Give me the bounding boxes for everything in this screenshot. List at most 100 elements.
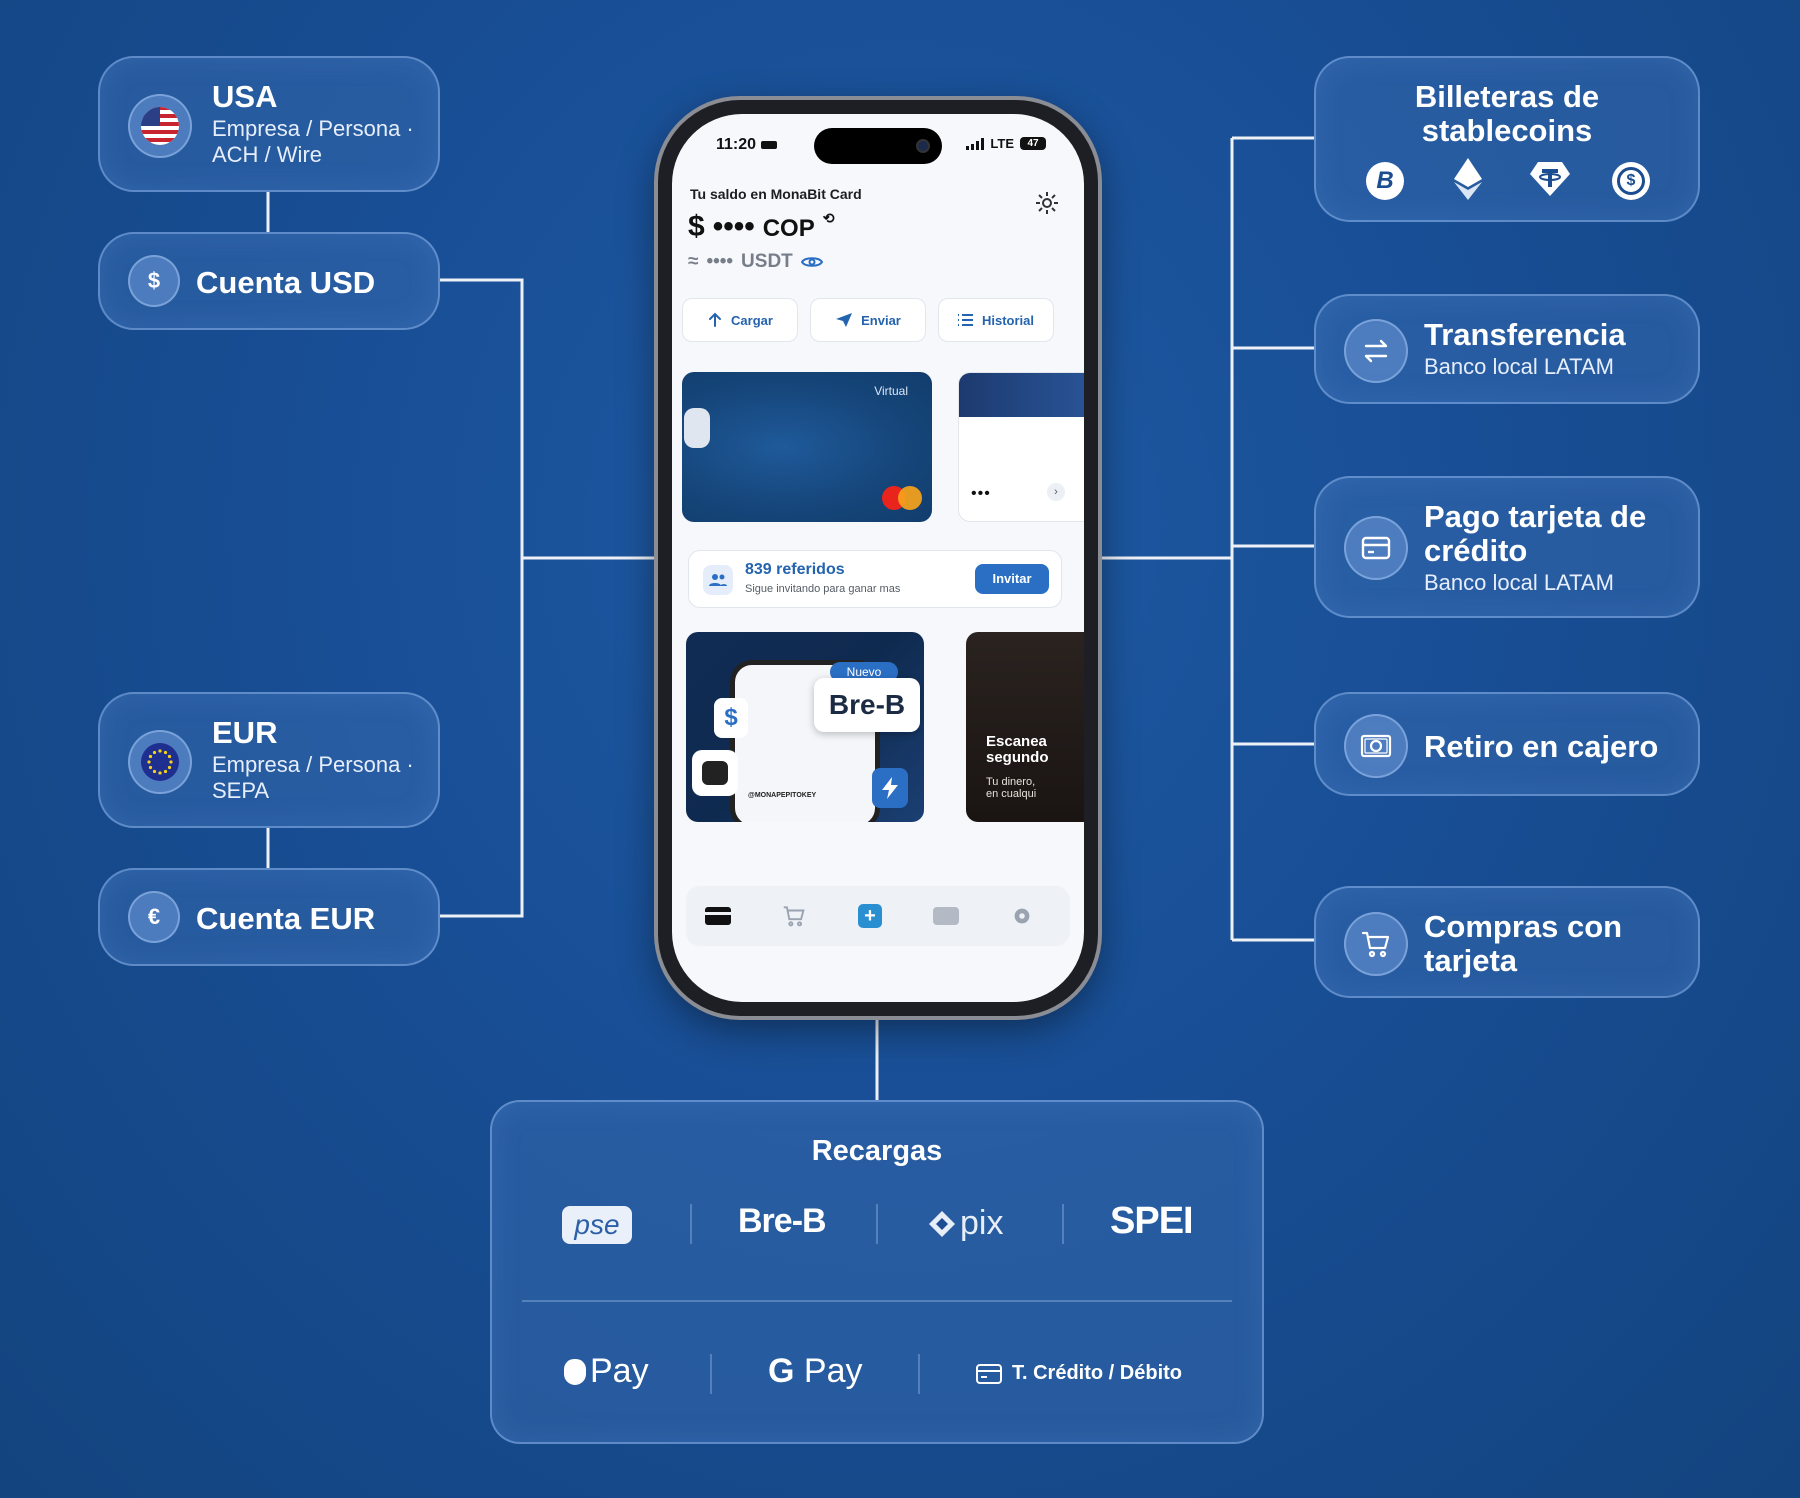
transferencia-box[interactable]: Transferencia Banco local LATAM bbox=[1314, 294, 1700, 404]
balance-main: $ •••• COP ⟲ bbox=[688, 210, 834, 244]
transferencia-title: Transferencia bbox=[1424, 317, 1626, 352]
dynamic-island bbox=[814, 128, 942, 164]
pix-logo[interactable]: pix bbox=[928, 1204, 1003, 1243]
cargar-button[interactable]: Cargar bbox=[682, 298, 798, 342]
nuevo-badge: Nuevo bbox=[830, 662, 898, 682]
virtual-card[interactable]: Virtual bbox=[682, 372, 932, 522]
spei-logo[interactable]: SPEI bbox=[1110, 1200, 1194, 1242]
bed-icon bbox=[760, 140, 777, 149]
apple-pay-logo[interactable]: Pay bbox=[564, 1352, 649, 1391]
second-card-band bbox=[959, 373, 1084, 417]
separator bbox=[918, 1354, 920, 1394]
stablecoins-title-1: Billeteras de bbox=[1414, 79, 1600, 114]
pix-diamond-icon bbox=[929, 1210, 955, 1237]
cuenta-usd-title: Cuenta USD bbox=[196, 265, 376, 300]
promo2-title-1: Escanea bbox=[986, 733, 1047, 750]
signal-icon bbox=[966, 137, 985, 150]
cargar-label: Cargar bbox=[731, 312, 773, 328]
stablecoins-title-2: stablecoins bbox=[1421, 113, 1593, 148]
nav-cart-icon[interactable] bbox=[780, 902, 808, 930]
pix-text: pix bbox=[960, 1204, 1004, 1242]
balance-currency: COP bbox=[762, 215, 815, 242]
compras-title-1: Compras con bbox=[1424, 909, 1623, 944]
historial-button[interactable]: Historial bbox=[938, 298, 1054, 342]
promo2-sub-2: en cualqui bbox=[986, 788, 1037, 800]
balance-label: Tu saldo en MonaBit Card bbox=[690, 186, 862, 202]
recargas-box: Recargas bbox=[490, 1100, 1264, 1444]
eye-icon[interactable] bbox=[800, 255, 823, 269]
invite-button[interactable]: Invitar bbox=[975, 564, 1049, 594]
promo2-title-2: segundo bbox=[986, 749, 1049, 766]
eu-flag-icon bbox=[128, 730, 192, 794]
second-card-dots: ••• bbox=[971, 485, 991, 502]
retiro-box[interactable]: Retiro en cajero bbox=[1314, 692, 1700, 796]
eur-box[interactable]: EUR Empresa / Persona · SEPA bbox=[98, 692, 440, 828]
promo-breb-banner[interactable]: Nuevo Bre-B $ @MONAPEPITOKEY bbox=[686, 632, 924, 822]
enviar-label: Enviar bbox=[861, 312, 901, 328]
balance-symbol: $ bbox=[688, 210, 705, 243]
pse-logo[interactable]: pse bbox=[562, 1206, 632, 1244]
tether-icon bbox=[1530, 162, 1570, 196]
send-icon bbox=[836, 313, 853, 327]
card-payment-logo[interactable]: T. Crédito / Débito bbox=[976, 1362, 1182, 1385]
balance-sub: ≈ •••• USDT bbox=[688, 251, 823, 273]
phone-mockup: 11:20 LTE 47 Tu saldo en MonaBit Card $ … bbox=[658, 100, 1098, 1016]
cuenta-eur-box[interactable]: € Cuenta EUR bbox=[98, 868, 440, 966]
euro-icon: € bbox=[128, 891, 180, 943]
pago-tarjeta-title-1: Pago tarjeta de bbox=[1424, 499, 1647, 534]
enviar-button[interactable]: Enviar bbox=[810, 298, 926, 342]
network-label: LTE bbox=[990, 136, 1014, 151]
usa-title: USA bbox=[212, 79, 278, 114]
separator bbox=[690, 1204, 692, 1244]
compras-box[interactable]: Compras con tarjeta bbox=[1314, 886, 1700, 998]
card-payment-text: T. Crédito / Débito bbox=[1012, 1362, 1182, 1384]
status-time: 11:20 bbox=[716, 136, 777, 154]
promo2-sub-1: Tu dinero, bbox=[986, 776, 1036, 788]
nav-settings-icon[interactable] bbox=[1008, 902, 1036, 930]
eur-title: EUR bbox=[212, 715, 278, 750]
stablecoins-box[interactable]: Billeteras de stablecoins B $ bbox=[1314, 56, 1700, 222]
arrow-up-icon bbox=[709, 312, 722, 327]
usa-sub1: Empresa / Persona · bbox=[212, 116, 414, 141]
referral-sub: Sigue invitando para ganar mas bbox=[745, 583, 901, 595]
card-icon bbox=[976, 1363, 1002, 1384]
pago-tarjeta-box[interactable]: Pago tarjeta de crédito Banco local LATA… bbox=[1314, 476, 1700, 618]
nav-add-icon[interactable]: + bbox=[856, 902, 884, 930]
refresh-icon[interactable]: ⟲ bbox=[822, 210, 835, 226]
google-g-icon: G bbox=[768, 1352, 795, 1390]
separator bbox=[710, 1354, 712, 1394]
mastercard-logo-icon bbox=[882, 486, 922, 510]
referral-banner: 839 referidos Sigue invitando para ganar… bbox=[688, 550, 1062, 608]
breb-logo-recargas[interactable]: Bre-B bbox=[738, 1202, 827, 1240]
settings-gear-icon[interactable] bbox=[1034, 190, 1060, 216]
balance-sub-prefix: ≈ bbox=[688, 251, 699, 272]
battery-icon: 47 bbox=[1020, 137, 1046, 150]
transfer-arrows-icon bbox=[1344, 319, 1408, 383]
lightning-icon bbox=[872, 768, 908, 808]
eur-sub2: SEPA bbox=[212, 778, 270, 803]
retiro-title: Retiro en cajero bbox=[1424, 729, 1659, 764]
pago-tarjeta-title-2: crédito bbox=[1424, 533, 1528, 568]
chevron-right-icon[interactable]: › bbox=[1047, 483, 1065, 501]
separator bbox=[1062, 1204, 1064, 1244]
users-icon bbox=[703, 565, 733, 595]
cuenta-eur-title: Cuenta EUR bbox=[196, 901, 376, 936]
google-pay-logo[interactable]: G Pay bbox=[768, 1352, 863, 1391]
robot-mascot-icon bbox=[684, 408, 710, 448]
camera-icon bbox=[916, 139, 930, 153]
dollar-icon-text: $ bbox=[147, 268, 161, 293]
cash-icon bbox=[1344, 714, 1408, 778]
usa-sub2: ACH / Wire bbox=[212, 142, 322, 167]
recargas-title: Recargas bbox=[811, 1135, 943, 1167]
nav-card-icon[interactable] bbox=[704, 902, 732, 930]
google-pay-text: Pay bbox=[803, 1352, 863, 1390]
pago-tarjeta-sub: Banco local LATAM bbox=[1424, 570, 1614, 595]
historial-label: Historial bbox=[981, 312, 1034, 328]
promo-scan-banner[interactable]: Escanea segundo Tu dinero, en cualqui bbox=[966, 632, 1084, 822]
cuenta-usd-box[interactable]: $ Cuenta USD bbox=[98, 232, 440, 330]
second-card[interactable]: ••• › bbox=[958, 372, 1084, 522]
nav-wallet-icon[interactable] bbox=[932, 902, 960, 930]
balance-sub-currency: USDT bbox=[741, 251, 793, 272]
usa-box[interactable]: USA Empresa / Persona · ACH / Wire bbox=[98, 56, 440, 192]
